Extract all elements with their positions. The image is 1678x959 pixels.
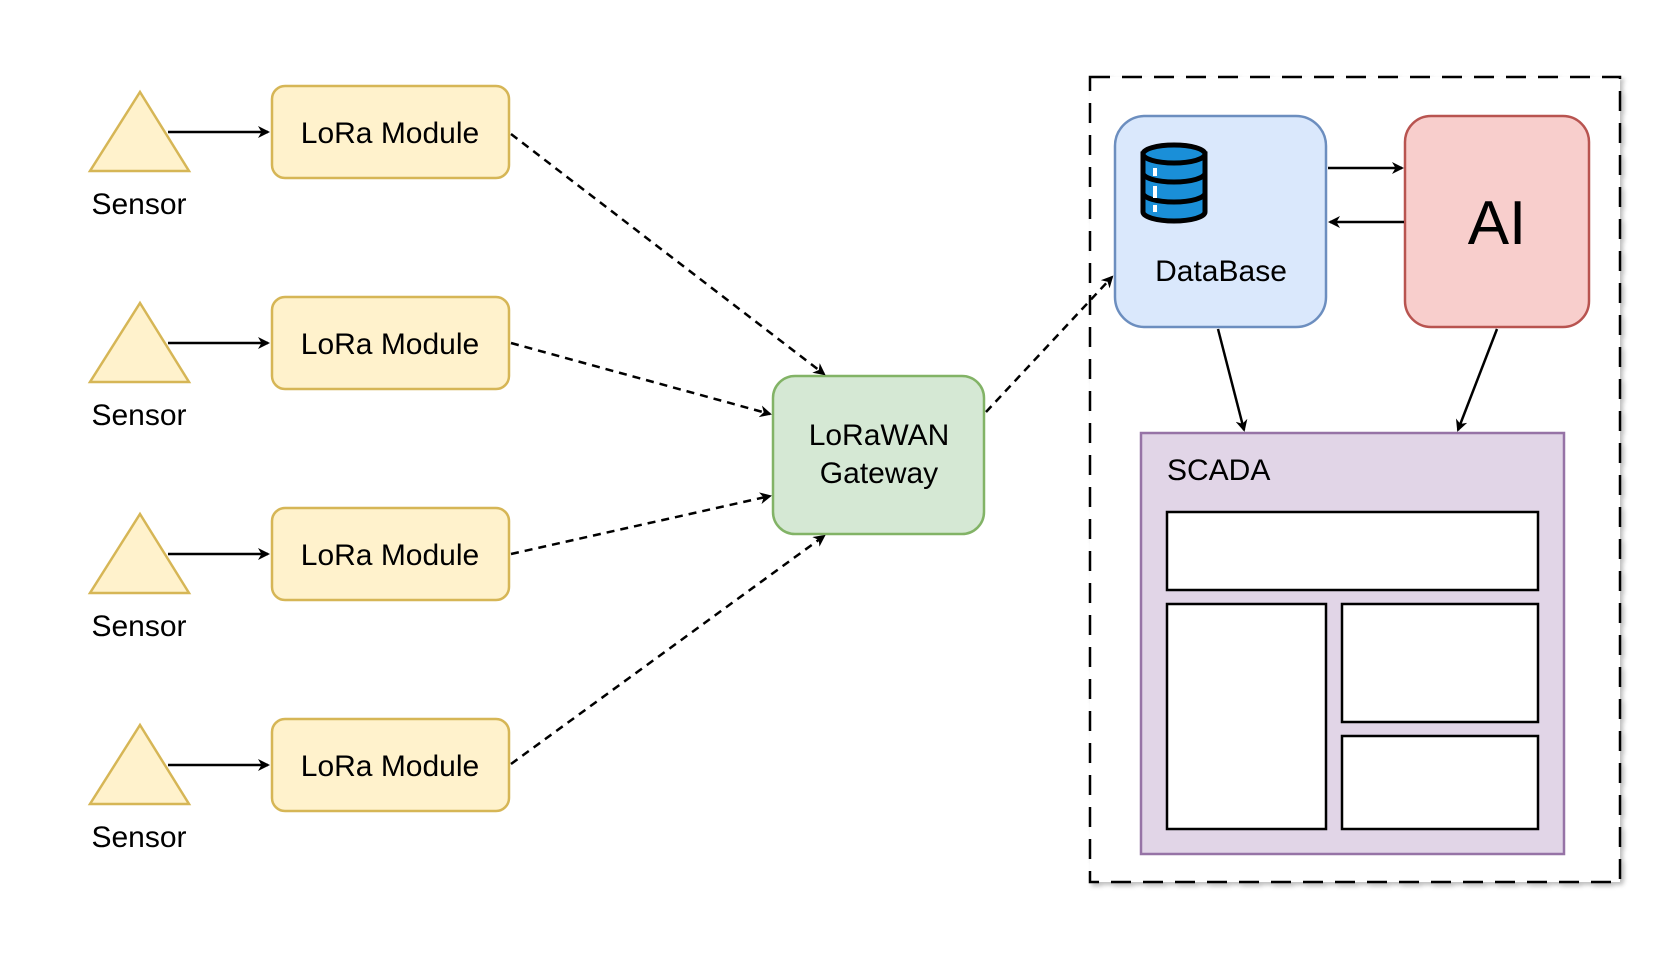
sensor-4: Sensor bbox=[87, 722, 192, 854]
sensor-3-triangle bbox=[87, 511, 192, 595]
sensor-1: Sensor bbox=[87, 89, 192, 221]
lora-module-1: LoRa Module bbox=[270, 84, 511, 180]
lorawan-gateway-label-line2: Gateway bbox=[820, 457, 938, 490]
ai-label: AI bbox=[1468, 189, 1527, 258]
sensor-3-label: Sensor bbox=[91, 610, 186, 643]
sensor-4-triangle bbox=[87, 722, 192, 806]
edge-module-2-to-gateway bbox=[510, 341, 772, 418]
scada-panel-left bbox=[1165, 602, 1328, 831]
edge-database-to-scada bbox=[1216, 328, 1248, 432]
sensor-2-label: Sensor bbox=[91, 399, 186, 432]
lora-module-1-box bbox=[270, 84, 511, 180]
scada-node: SCADA bbox=[1139, 431, 1566, 856]
ai-box bbox=[1403, 114, 1591, 329]
lora-module-2: LoRa Module bbox=[270, 295, 511, 391]
sensor-3: Sensor bbox=[87, 511, 192, 643]
lora-module-2-box bbox=[270, 295, 511, 391]
sensor-2: Sensor bbox=[87, 300, 192, 432]
lora-module-4-label: LoRa Module bbox=[301, 750, 479, 783]
database-icon bbox=[1140, 142, 1208, 224]
ai-node: AI bbox=[1403, 114, 1591, 329]
edge-module-3-to-gateway bbox=[510, 492, 772, 556]
lora-module-2-label: LoRa Module bbox=[301, 328, 479, 361]
edge-ai-to-scada bbox=[1456, 328, 1499, 432]
lora-module-3-box bbox=[270, 506, 511, 602]
lora-module-3: LoRa Module bbox=[270, 506, 511, 602]
scada-panel-right-bottom bbox=[1340, 734, 1540, 831]
database-label: DataBase bbox=[1155, 255, 1287, 288]
sensor-1-triangle bbox=[87, 89, 192, 173]
lora-module-3-label: LoRa Module bbox=[301, 539, 479, 572]
edge-module-4-to-gateway bbox=[510, 534, 826, 766]
lora-module-1-label: LoRa Module bbox=[301, 117, 479, 150]
scada-panel-right-top bbox=[1340, 602, 1540, 724]
lorawan-gateway: LoRaWAN Gateway bbox=[771, 374, 986, 536]
scada-label: SCADA bbox=[1167, 454, 1270, 487]
sensor-1-label: Sensor bbox=[91, 188, 186, 221]
edge-gateway-to-database bbox=[985, 275, 1114, 413]
lorawan-gateway-label-line1: LoRaWAN bbox=[809, 419, 950, 452]
lora-module-4: LoRa Module bbox=[270, 717, 511, 813]
lora-module-4-box bbox=[270, 717, 511, 813]
edge-module-1-to-gateway bbox=[510, 133, 826, 376]
database-node: DataBase bbox=[1113, 114, 1328, 329]
lorawan-gateway-box bbox=[771, 374, 986, 536]
sensor-4-label: Sensor bbox=[91, 821, 186, 854]
sensor-2-triangle bbox=[87, 300, 192, 384]
scada-panel-top bbox=[1165, 510, 1540, 592]
